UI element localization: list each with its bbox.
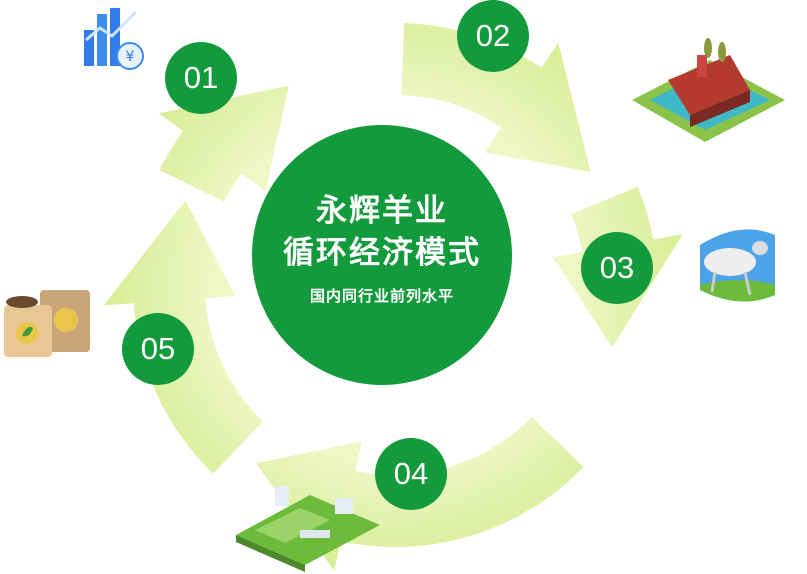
step-03-badge: 03 — [581, 232, 653, 304]
step-01-badge: 01 — [165, 42, 237, 114]
step-05-badge: 05 — [122, 313, 194, 385]
center-circle: 永辉羊业 循环经济模式 国内同行业前列水平 — [252, 125, 512, 385]
step-02-badge: 02 — [457, 0, 529, 72]
center-title-line2: 循环经济模式 — [283, 235, 481, 271]
cycle-arrow-1 — [158, 85, 289, 202]
center-title-line1: 永辉羊业 — [316, 193, 448, 229]
center-subtitle: 国内同行业前列水平 — [309, 287, 454, 305]
cycle-arrow-2 — [401, 23, 591, 172]
step-04-badge: 04 — [375, 438, 447, 510]
